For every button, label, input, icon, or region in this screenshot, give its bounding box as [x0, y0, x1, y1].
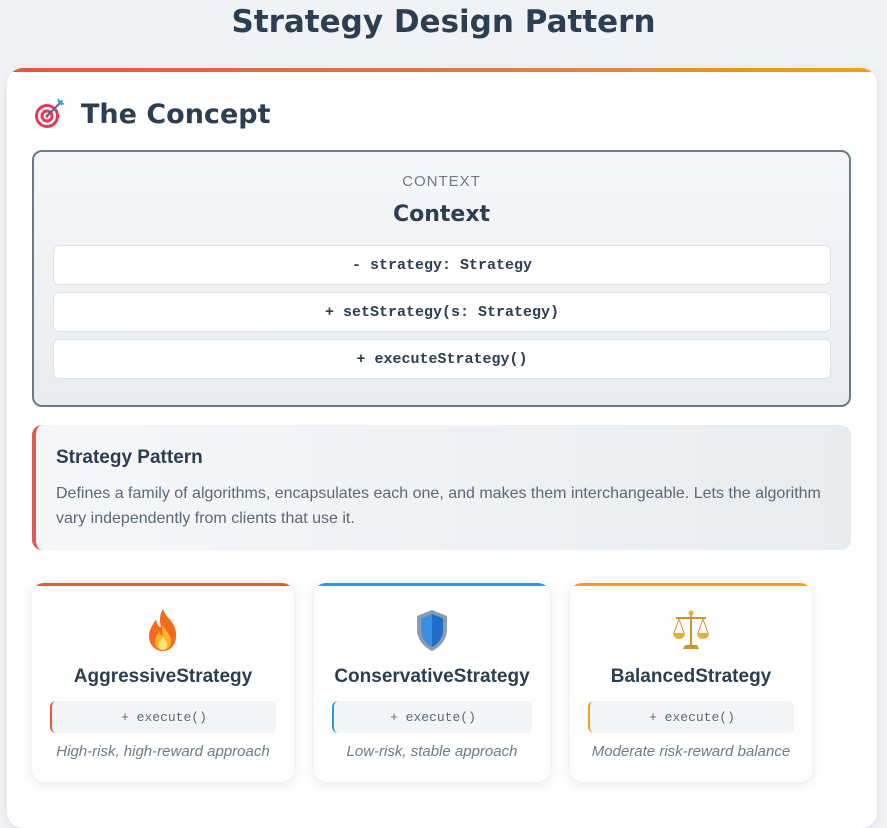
strategy-pattern-note: Strategy Pattern Defines a family of alg… — [32, 425, 851, 550]
page-title: Strategy Design Pattern — [231, 4, 656, 40]
strategy-method: + execute() — [332, 701, 532, 733]
context-member-execute-strategy: + executeStrategy() — [53, 339, 831, 379]
concept-card: The Concept CONTEXT Context - strategy: … — [7, 68, 877, 828]
strategy-name: ConservativeStrategy — [334, 666, 530, 687]
strategy-accent-bar — [32, 583, 294, 586]
strategy-card-conservative: ConservativeStrategy + execute() Low-ris… — [314, 583, 550, 782]
strategy-description: Moderate risk-reward balance — [591, 743, 791, 760]
fire-icon — [149, 609, 177, 651]
strategy-accent-bar — [314, 583, 550, 586]
strategy-card-balanced: BalancedStrategy + execute() Moderate ri… — [570, 583, 812, 782]
note-title: Strategy Pattern — [56, 447, 203, 468]
strategy-method: + execute() — [50, 701, 276, 733]
context-member-strategy-field: - strategy: Strategy — [53, 245, 831, 285]
strategy-description: High-risk, high-reward approach — [56, 743, 270, 760]
section-title: The Concept — [81, 98, 271, 130]
strategy-description: Low-risk, stable approach — [346, 743, 518, 760]
strategy-card-aggressive: AggressiveStrategy + execute() High-risk… — [32, 583, 294, 782]
note-description: Defines a family of algorithms, encapsul… — [56, 485, 821, 527]
card-accent-bar — [7, 68, 877, 72]
section-header: The Concept — [33, 96, 271, 132]
scales-icon — [673, 610, 709, 649]
strategy-name: AggressiveStrategy — [73, 666, 253, 687]
strategy-method: + execute() — [588, 701, 794, 733]
shield-icon — [417, 610, 447, 651]
context-class-box: CONTEXT Context - strategy: Strategy + s… — [32, 150, 851, 407]
context-member-set-strategy: + setStrategy(s: Strategy) — [53, 292, 831, 332]
context-class-name: Context — [392, 202, 491, 227]
context-stereotype: CONTEXT — [402, 173, 481, 190]
strategy-name: BalancedStrategy — [610, 666, 772, 687]
target-icon — [35, 98, 65, 128]
strategy-accent-bar — [570, 583, 812, 586]
